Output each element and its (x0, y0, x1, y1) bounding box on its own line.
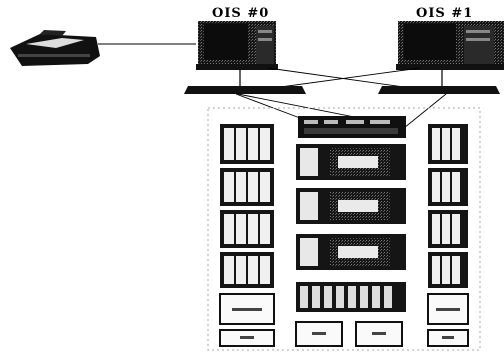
power-supply-icon (295, 321, 343, 347)
link-line (235, 93, 301, 119)
io-module-icon (220, 168, 274, 206)
controller-rack-icon (298, 116, 406, 138)
power-supply-icon (355, 321, 403, 347)
io-module-icon (428, 252, 468, 288)
io-module-icon (428, 168, 468, 206)
printer-icon (10, 30, 100, 66)
io-module-icon (296, 234, 406, 270)
network-switch-icon (378, 86, 500, 94)
io-module-icon (296, 282, 406, 312)
power-supply-icon (427, 329, 469, 347)
io-module-icon (220, 210, 274, 248)
station-label-ois-0: OIS #0 (212, 6, 269, 21)
power-supply-icon (427, 293, 469, 325)
io-module-icon (220, 124, 274, 164)
workstation-icon (396, 21, 504, 70)
station-label-ois-1: OIS #1 (416, 6, 473, 21)
io-module-icon (428, 124, 468, 164)
cabinet-outline (207, 107, 481, 351)
io-module-icon (428, 210, 468, 248)
network-switch-icon (184, 86, 306, 94)
power-supply-icon (219, 293, 275, 325)
workstation-icon (196, 21, 278, 70)
io-module-icon (220, 252, 274, 288)
link-line (403, 93, 447, 129)
power-supply-icon (219, 329, 275, 347)
io-module-icon (296, 144, 406, 180)
io-module-icon (296, 188, 406, 224)
